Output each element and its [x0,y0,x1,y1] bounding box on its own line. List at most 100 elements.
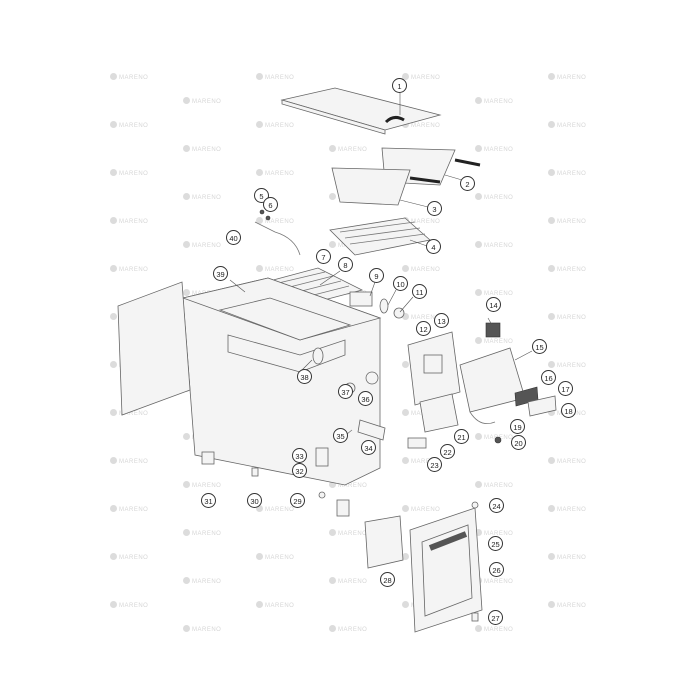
watermark: MARENO [256,265,294,273]
watermark: MARENO [110,73,148,81]
watermark: MARENO [475,97,513,105]
watermark: MARENO [475,289,513,297]
watermark: MARENO [548,505,586,513]
callout-12: 12 [416,321,431,336]
watermark: MARENO [548,169,586,177]
callout-36: 36 [358,391,373,406]
watermark: MARENO [548,457,586,465]
callout-35: 35 [333,428,348,443]
callout-17: 17 [558,381,573,396]
part-probe [254,209,301,256]
callout-24: 24 [489,498,504,513]
callout-26: 26 [489,562,504,577]
callout-38: 38 [297,369,312,384]
watermark: MARENO [402,313,440,321]
watermark: MARENO [548,265,586,273]
watermark: MARENO [548,553,586,561]
callout-2: 2 [460,176,475,191]
callout-40: 40 [226,230,241,245]
callout-20: 20 [511,435,526,450]
watermark: MARENO [329,481,367,489]
watermark: MARENO [402,457,440,465]
callout-37: 37 [338,384,353,399]
watermark: MARENO [110,121,148,129]
part-baskets [331,147,481,206]
part-28 [364,515,404,569]
leader-lines [229,93,533,373]
callout-30: 30 [247,493,262,508]
watermark: MARENO [256,73,294,81]
watermark: MARENO [475,241,513,249]
watermark: MARENO [548,313,586,321]
watermark: MARENO [329,529,367,537]
callout-39: 39 [213,266,228,281]
part-control-box [407,331,461,406]
callout-29: 29 [290,493,305,508]
watermark: MARENO [475,529,513,537]
callout-27: 27 [488,610,503,625]
watermark: MARENO [256,553,294,561]
part-element-fittings [379,298,405,319]
part-feet [201,451,350,517]
watermark: MARENO [183,193,221,201]
callout-23: 23 [427,457,442,472]
watermark: MARENO [329,145,367,153]
watermark: MARENO [402,505,440,513]
watermark: MARENO [475,337,513,345]
watermark: MARENO [183,145,221,153]
watermark: MARENO [475,193,513,201]
part-lid [280,87,442,135]
watermark: MARENO [548,361,586,369]
callout-21: 21 [454,429,469,444]
watermark: MARENO [475,481,513,489]
watermark: MARENO [475,625,513,633]
callout-18: 18 [561,403,576,418]
callout-3: 3 [427,201,442,216]
callout-1: 1 [392,78,407,93]
watermark: MARENO [329,625,367,633]
part-electronic-board [407,393,459,449]
part-side-panel [117,281,191,416]
watermark: MARENO [183,529,221,537]
watermark: MARENO [110,505,148,513]
watermark: MARENO [548,217,586,225]
watermark: MARENO [256,601,294,609]
watermark: MARENO [256,505,294,513]
callout-28: 28 [380,572,395,587]
part-door [409,501,483,633]
watermark: MARENO [110,553,148,561]
callout-32: 32 [292,463,307,478]
callout-33: 33 [292,448,307,463]
callout-8: 8 [338,257,353,272]
watermark: MARENO [329,577,367,585]
watermark: MARENO [183,241,221,249]
watermark: MARENO [183,625,221,633]
part-grid [329,217,431,256]
part-thermostat [315,447,329,467]
callout-4: 4 [426,239,441,254]
watermark: MARENO [183,97,221,105]
callout-14: 14 [486,297,501,312]
callout-13: 13 [434,313,449,328]
callout-34: 34 [361,440,376,455]
callout-22: 22 [440,444,455,459]
part-cables [469,411,502,444]
watermark: MARENO [110,601,148,609]
callout-19: 19 [510,419,525,434]
callout-16: 16 [541,370,556,385]
watermark: MARENO [548,601,586,609]
watermark: MARENO [256,121,294,129]
watermark: MARENO [110,217,148,225]
part-control-panel [459,347,557,417]
watermark: MARENO [256,169,294,177]
watermark: MARENO [110,409,148,417]
part-fryer-body [181,277,382,486]
callout-15: 15 [532,339,547,354]
callout-31: 31 [201,493,216,508]
watermark: MARENO [110,265,148,273]
callout-10: 10 [393,276,408,291]
callout-9: 9 [369,268,384,283]
watermark: MARENO [110,169,148,177]
watermark: MARENO [183,481,221,489]
